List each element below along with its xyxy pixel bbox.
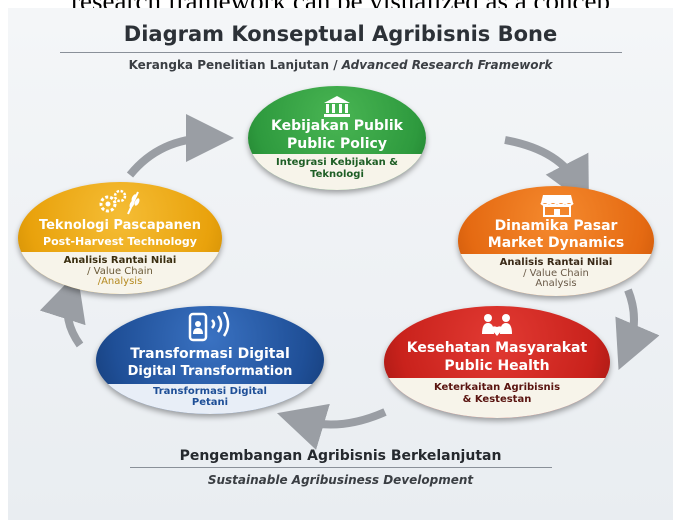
node-band: Keterkaitan Agribisnis & Kestestan [384, 378, 610, 418]
band-line-2: / Value Chain [87, 266, 153, 277]
node-band: Analisis Rantai Nilai / Value Chain Anal… [458, 254, 654, 296]
band-line-2: / Value Chain [523, 268, 589, 279]
diagram-subtitle: Kerangka Penelitian Lanjutan / Advanced … [0, 58, 681, 72]
band-line-1: Analisis Rantai Nilai [63, 255, 177, 266]
node-public-health: Kesehatan Masyarakat Public Health Keter… [384, 306, 610, 418]
node-title-id: Teknologi Pascapanen [38, 218, 202, 233]
node-title-en: Post-Harvest Technology [43, 235, 197, 248]
title-divider [60, 52, 622, 53]
arrow-market-to-health [615, 288, 660, 371]
node-post-harvest-technology: Teknologi Pascapanen Post-Harvest Techno… [18, 182, 222, 294]
node-market-dynamics: Dinamika Pasar Market Dynamics Analisis … [458, 186, 654, 296]
node-public-policy: Kebijakan Publik Public Policy Integrasi… [248, 86, 426, 190]
node-band: Analisis Rantai Nilai / Value Chain /Ana… [18, 252, 222, 294]
market-stall-icon [540, 195, 574, 217]
band-line-2: Petani [191, 397, 229, 408]
node-title-en: Market Dynamics [487, 235, 625, 251]
subtitle-main: Kerangka Penelitian Lanjutan / [128, 58, 342, 72]
band-line-2: & Kestestan [462, 394, 532, 405]
arrow-digital-to-postharvest [39, 272, 86, 348]
band-line-3: /Analysis [97, 276, 143, 287]
node-digital-transformation: Transformasi Digital Digital Transformat… [96, 306, 324, 414]
band-line-1: Transformasi Digital [153, 386, 267, 397]
arrow-policy-to-market [504, 136, 589, 207]
node-title-en: Public Policy [287, 136, 387, 152]
gears-wheat-icon [99, 189, 140, 215]
footer-divider [130, 467, 552, 468]
node-title-id: Kesehatan Masyarakat [406, 340, 588, 356]
arrow-health-to-digital [277, 403, 387, 450]
subtitle-italic: Advanced Research Framework [341, 58, 553, 72]
band-line-3: Analysis [535, 278, 577, 289]
government-building-icon [324, 96, 350, 117]
node-band: Transformasi Digital Petani [96, 384, 324, 414]
node-title-en: Digital Transformation [127, 364, 293, 379]
arrow-postharvest-to-policy [126, 114, 234, 178]
band-line-1: Analisis Rantai Nilai [499, 257, 613, 268]
node-title-id: Kebijakan Publik [271, 118, 403, 134]
band-line-1: Keterkaitan Agribisnis [433, 382, 561, 393]
smartphone-person-icon [188, 312, 230, 342]
node-title-id: Transformasi Digital [130, 346, 290, 362]
node-band: Integrasi Kebijakan & Teknologi [248, 154, 426, 190]
people-heart-icon [482, 314, 512, 336]
footer-subtitle: Sustainable Agribusiness Development [207, 473, 474, 487]
diagram-title: Diagram Konseptual Agribisnis Bone [123, 22, 558, 46]
band-line-1: Integrasi Kebijakan & [276, 157, 398, 168]
footer-title: Pengembangan Agribisnis Berkelanjutan [179, 448, 502, 464]
node-title-id: Dinamika Pasar [494, 218, 618, 234]
band-line-2: Teknologi [310, 169, 364, 180]
node-title-en: Public Health [444, 358, 550, 374]
